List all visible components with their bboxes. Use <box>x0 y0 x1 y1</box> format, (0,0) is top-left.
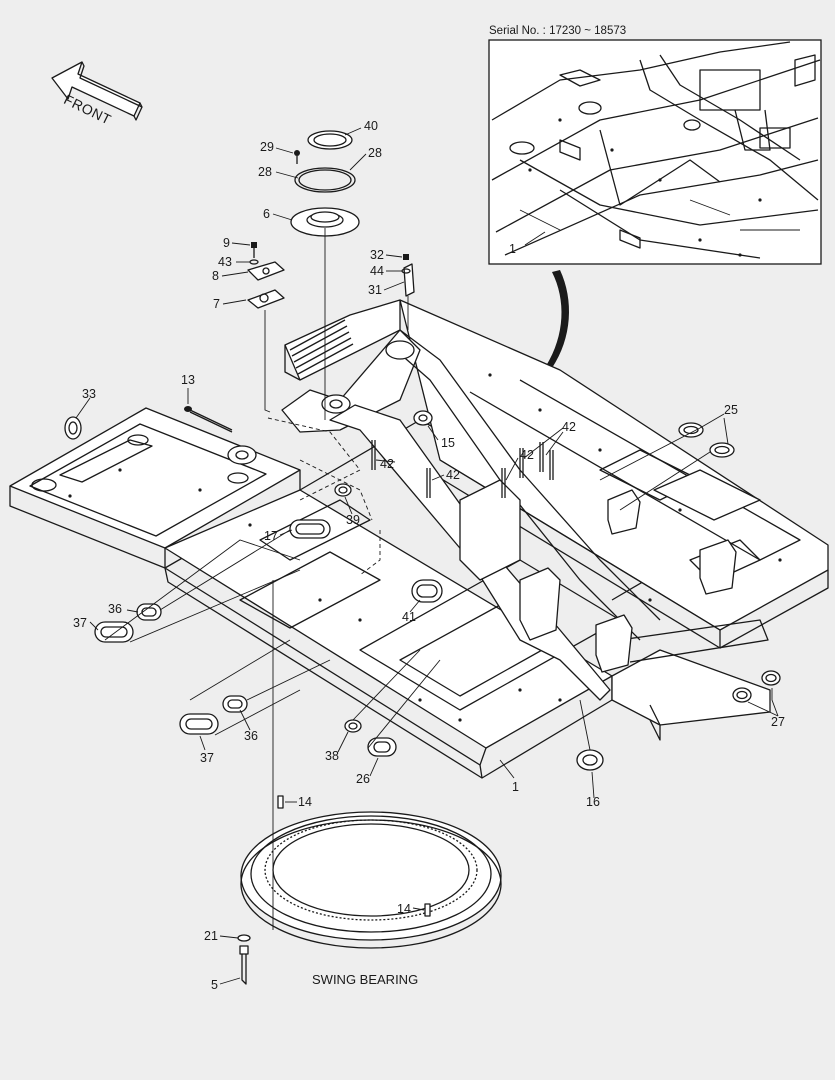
callout-28-left: 28 <box>258 165 272 179</box>
part-grommet-17 <box>289 519 331 539</box>
part-grommet-16 <box>576 749 604 771</box>
callout-31: 31 <box>368 283 382 297</box>
callout-39: 39 <box>346 513 360 527</box>
part-washer-43 <box>249 259 259 265</box>
part-long-bolt-13 <box>184 406 233 433</box>
inset-detail-view <box>488 39 822 265</box>
callout-15: 15 <box>441 436 455 450</box>
callout-5: 5 <box>211 978 218 992</box>
part-grommet-41 <box>411 579 443 603</box>
callout-42-b: 42 <box>446 468 460 482</box>
part-washer-21 <box>237 934 251 942</box>
part-bracket-31 <box>403 263 415 297</box>
callout-40: 40 <box>364 119 378 133</box>
callout-14-lower: 14 <box>397 902 411 916</box>
part-bolt-9 <box>251 242 257 258</box>
callout-38: 38 <box>325 749 339 763</box>
part-grommets-27 <box>732 670 781 703</box>
part-bolt-5 <box>239 945 249 985</box>
inset-serial-label: Serial No. : 17230 ~ 18573 <box>489 25 627 37</box>
callout-32: 32 <box>370 248 384 262</box>
callout-36-upper: 36 <box>108 602 122 616</box>
callout-42-a: 42 <box>380 457 394 471</box>
callout-42-d: 42 <box>562 420 576 434</box>
part-pin-14-lower <box>424 903 431 917</box>
callout-17: 17 <box>264 529 278 543</box>
callout-21: 21 <box>204 929 218 943</box>
inset-pointer-arrow <box>546 270 570 368</box>
part-grommets-25 <box>678 422 735 458</box>
callout-36-lower: 36 <box>244 729 258 743</box>
part-pin-14-upper <box>277 795 284 809</box>
part-bolt-29 <box>294 150 300 164</box>
front-direction-arrow <box>51 61 143 121</box>
upper-frame <box>9 299 829 779</box>
callout-28-right: 28 <box>368 146 382 160</box>
part-grommet-37-upper <box>94 621 134 643</box>
part-grommet-36-lower <box>222 695 248 713</box>
callout-13: 13 <box>181 373 195 387</box>
part-pins-42 <box>371 440 554 498</box>
part-bolt-32 <box>403 254 409 260</box>
callout-16: 16 <box>586 795 600 809</box>
callout-1-main: 1 <box>512 780 519 794</box>
callout-leaders <box>75 127 779 985</box>
part-grommet-37-lower <box>179 713 219 735</box>
callout-7: 7 <box>213 297 220 311</box>
part-grommet-33 <box>64 416 82 440</box>
part-gasket-7 <box>247 289 285 309</box>
callout-9: 9 <box>223 236 230 250</box>
swing-bearing-caption: SWING BEARING <box>312 972 419 987</box>
callout-37-lower: 37 <box>200 751 214 765</box>
callout-37-upper: 37 <box>73 616 87 630</box>
callout-27: 27 <box>771 715 785 729</box>
cover-leadline <box>264 310 271 413</box>
callout-14-upper: 14 <box>298 795 312 809</box>
part-38 <box>344 719 362 733</box>
callout-1-inset: 1 <box>509 242 516 256</box>
callout-8: 8 <box>212 269 219 283</box>
callout-33: 33 <box>82 387 96 401</box>
callout-43: 43 <box>218 255 232 269</box>
part-grommet-36-upper <box>136 603 162 621</box>
callout-6: 6 <box>263 207 270 221</box>
part-snap-ring-28 <box>294 167 356 193</box>
callout-44: 44 <box>370 264 384 278</box>
part-ring-40 <box>307 130 353 150</box>
part-39 <box>334 483 352 497</box>
part-cover-8 <box>247 261 285 281</box>
part-15 <box>413 410 433 426</box>
callout-29: 29 <box>260 140 274 154</box>
callout-41: 41 <box>402 610 416 624</box>
callout-26: 26 <box>356 772 370 786</box>
callout-42-c: 42 <box>520 448 534 462</box>
swing-bearing <box>240 811 502 949</box>
callout-25: 25 <box>724 403 738 417</box>
part-grommet-26 <box>367 737 397 757</box>
